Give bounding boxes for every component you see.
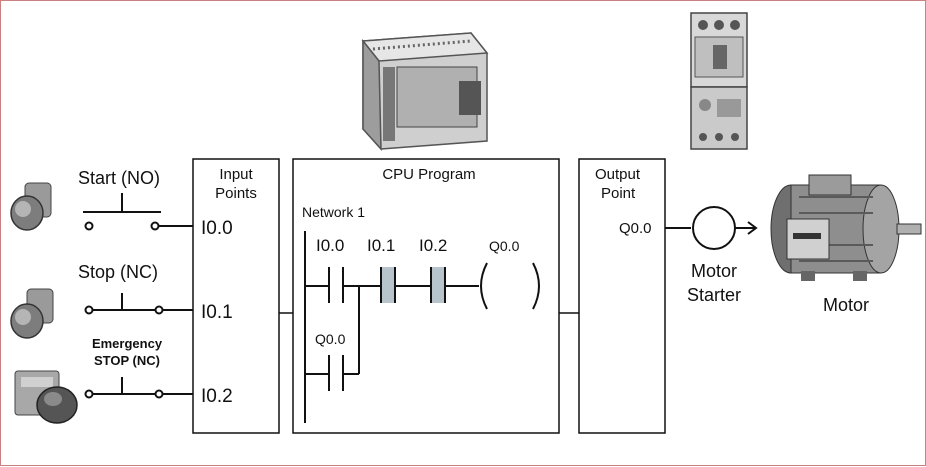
output-point-box — [578, 158, 666, 434]
start-button-image — [10, 182, 52, 231]
contact-label-1: I0.1 — [367, 236, 395, 255]
contact-label-0: I0.0 — [316, 236, 344, 255]
input-points-title-line1: Input — [219, 166, 253, 183]
motor-image — [770, 174, 922, 281]
start-switch-symbol — [83, 193, 193, 231]
branch-contact-label: Q0.0 — [315, 331, 346, 347]
input-address-2: I0.2 — [201, 386, 233, 407]
ladder-rung — [304, 231, 540, 423]
output-title-line2: Point — [601, 185, 636, 202]
motor-label: Motor — [823, 295, 869, 315]
emergency-stop-button-image — [14, 370, 78, 424]
motor-starter-label-line1: Motor — [691, 261, 737, 281]
output-address: Q0.0 — [619, 220, 652, 237]
contact-label-2: I0.2 — [419, 236, 447, 255]
output-title-line1: Output — [595, 166, 641, 183]
start-label: Start (NO) — [78, 168, 160, 188]
motor-starter-symbol — [665, 206, 758, 250]
coil-label: Q0.0 — [489, 238, 520, 254]
input-points-box — [192, 158, 280, 434]
input-points-title-line2: Points — [215, 185, 257, 202]
emergency-label-line2: STOP (NC) — [94, 353, 160, 368]
plc-device-image — [361, 32, 489, 152]
input-address-1: I0.1 — [201, 302, 233, 323]
stop-label: Stop (NC) — [78, 262, 158, 282]
emergency-switch-symbol — [84, 377, 193, 399]
input-address-0: I0.0 — [201, 218, 233, 239]
cpu-program-title: CPU Program — [382, 166, 475, 183]
stop-button-image — [10, 288, 54, 339]
emergency-label-line1: Emergency — [92, 336, 163, 351]
stop-switch-symbol — [84, 293, 193, 315]
network-label: Network 1 — [302, 204, 365, 220]
motor-starter-label-line2: Starter — [687, 285, 741, 305]
cpu-program-box — [292, 158, 560, 434]
contactor-image — [690, 12, 748, 150]
